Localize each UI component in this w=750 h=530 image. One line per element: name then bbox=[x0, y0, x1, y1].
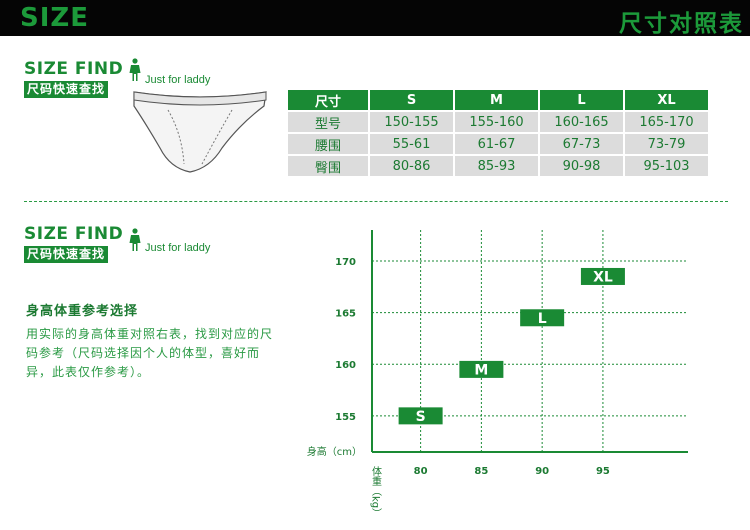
table-cell: 165-170 bbox=[625, 112, 708, 132]
banner-size-title: SIZE bbox=[20, 3, 90, 33]
table-cell: 160-165 bbox=[540, 112, 623, 132]
table-cell: 67-73 bbox=[540, 134, 623, 154]
banner-size-chart-title: 尺寸对照表 bbox=[619, 11, 744, 37]
table-row: 腰围 55-61 61-67 67-73 73-79 bbox=[288, 134, 708, 154]
size-table-header-row: 尺寸 S M L XL bbox=[288, 90, 708, 110]
table-cell: 臀围 bbox=[288, 156, 368, 176]
size-marker-label: S bbox=[416, 409, 426, 425]
table-cell: 155-160 bbox=[455, 112, 538, 132]
table-cell: 90-98 bbox=[540, 156, 623, 176]
table-row: 臀围 80-86 85-93 90-98 95-103 bbox=[288, 156, 708, 176]
table-cell: 型号 bbox=[288, 112, 368, 132]
female-person-icon bbox=[129, 58, 141, 81]
size-marker-label: M bbox=[474, 362, 488, 378]
size-marker-box bbox=[398, 407, 443, 425]
size-marker-box bbox=[459, 360, 504, 378]
y-tick-label: 160 bbox=[335, 360, 356, 371]
table-cell: 腰围 bbox=[288, 134, 368, 154]
size-find-subtitle: 尺码快速查找 bbox=[24, 81, 109, 98]
x-axis-label: 体重（kg） bbox=[370, 466, 382, 518]
size-marker-label: XL bbox=[593, 269, 613, 285]
size-table-header-cell: S bbox=[370, 90, 453, 110]
x-tick-label: 85 bbox=[474, 466, 488, 477]
y-axis-label: 身高（cm） bbox=[307, 445, 362, 458]
size-table-header-cell: M bbox=[455, 90, 538, 110]
size-find-title: SIZE FIND bbox=[24, 224, 124, 244]
just-for-label: Just for laddy bbox=[145, 242, 211, 254]
table-cell: 61-67 bbox=[455, 134, 538, 154]
size-find-block-bottom: SIZE FIND 尺码快速查找 bbox=[24, 225, 123, 263]
table-cell: 80-86 bbox=[370, 156, 453, 176]
size-find-title: SIZE FIND bbox=[24, 59, 124, 79]
size-marker-box bbox=[580, 267, 625, 285]
x-tick-label: 95 bbox=[596, 466, 610, 477]
y-tick-label: 170 bbox=[335, 257, 356, 268]
female-person-icon bbox=[129, 228, 141, 251]
guide-title: 身高体重参考选择 bbox=[26, 304, 139, 319]
size-table: 尺寸 S M L XL 型号 150-155 155-160 160-165 1… bbox=[286, 88, 710, 178]
just-for-label: Just for laddy bbox=[145, 74, 211, 86]
table-cell: 95-103 bbox=[625, 156, 708, 176]
x-tick-label: 90 bbox=[535, 466, 549, 477]
y-tick-label: 155 bbox=[335, 412, 356, 423]
size-find-subtitle: 尺码快速查找 bbox=[24, 246, 109, 263]
header-banner: SIZE 尺寸对照表 bbox=[0, 0, 750, 37]
size-table-header-cell: L bbox=[540, 90, 623, 110]
size-find-block-top: SIZE FIND 尺码快速查找 bbox=[24, 60, 123, 98]
table-cell: 85-93 bbox=[455, 156, 538, 176]
size-marker-box bbox=[520, 309, 565, 327]
y-tick-label: 165 bbox=[335, 309, 356, 320]
table-cell: 73-79 bbox=[625, 134, 708, 154]
table-cell: 150-155 bbox=[370, 112, 453, 132]
section-divider bbox=[24, 201, 728, 202]
table-cell: 55-61 bbox=[370, 134, 453, 154]
x-tick-label: 80 bbox=[414, 466, 428, 477]
size-table-header-cell: XL bbox=[625, 90, 708, 110]
brief-illustration bbox=[133, 91, 267, 173]
size-marker-label: L bbox=[538, 311, 547, 327]
size-table-header-cell: 尺寸 bbox=[288, 90, 368, 110]
table-row: 型号 150-155 155-160 160-165 165-170 bbox=[288, 112, 708, 132]
guide-body: 用实际的身高体重对照右表，找到对应的尺码参考（尺码选择因个人的体型，喜好而异，此… bbox=[26, 327, 274, 379]
